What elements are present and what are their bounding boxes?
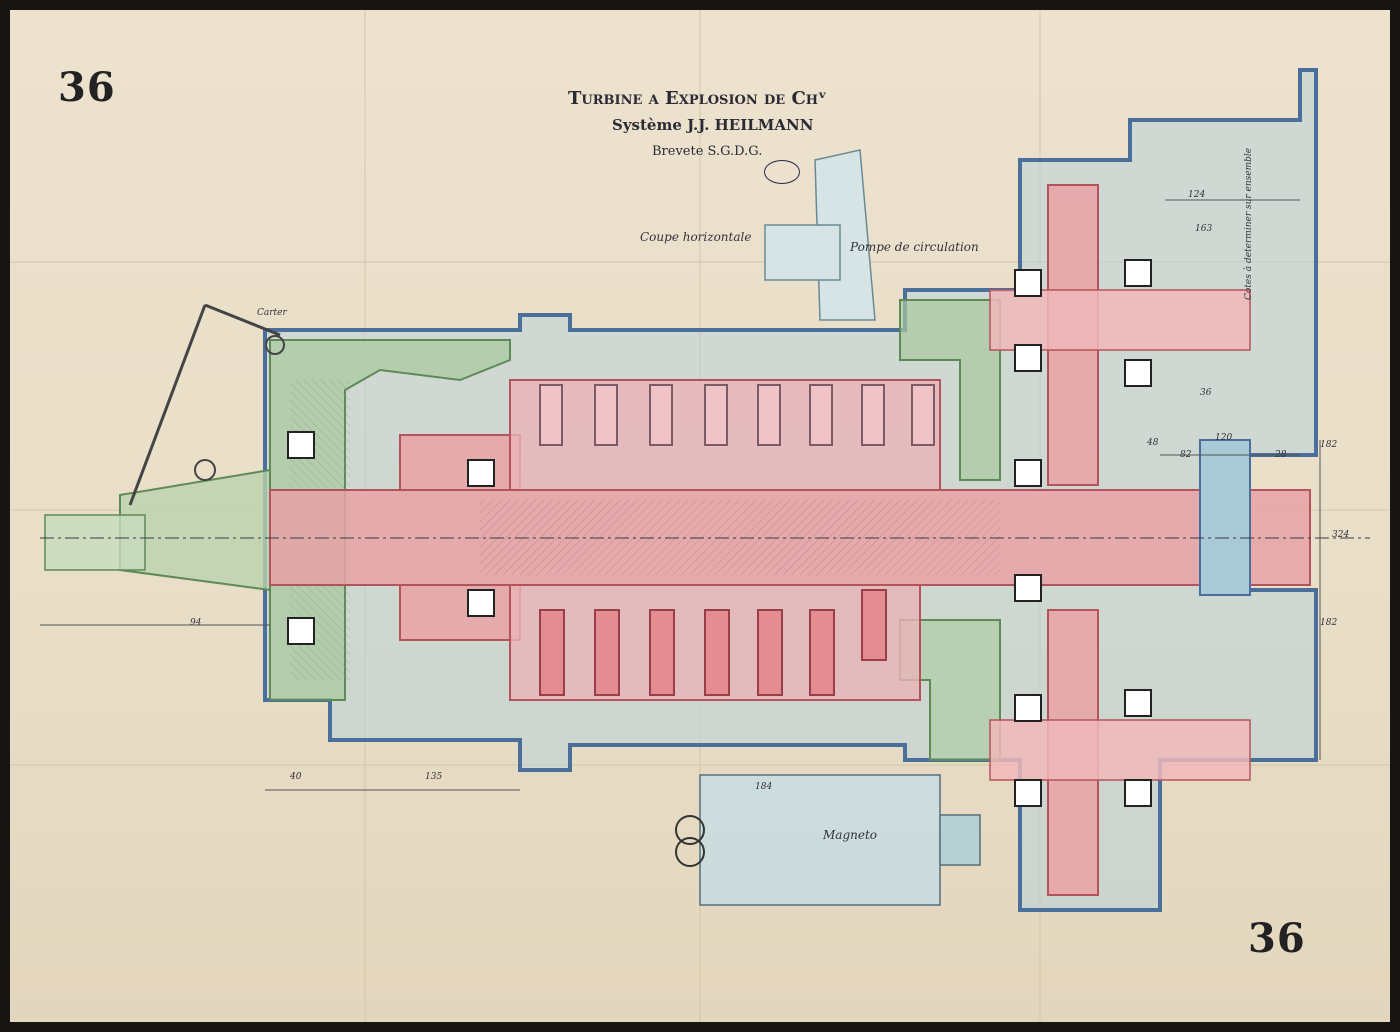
pump-label: Pompe de circulation: [850, 240, 979, 254]
gear-wheel: [989, 184, 1251, 896]
dim-120: 120: [1215, 433, 1233, 443]
dim-184: 184: [755, 782, 773, 792]
sheet-number-bottom-right: 36: [1248, 915, 1306, 962]
dim-36: 36: [1200, 388, 1212, 398]
side-note: Cotes à determiner sur ensemble: [1244, 147, 1254, 300]
dim-40: 40: [290, 772, 302, 782]
dim-82: 82: [1180, 450, 1192, 460]
dim-182-lower: 182: [1320, 618, 1338, 628]
circulation-pump: [764, 149, 876, 321]
section-label: Coupe horizontale: [640, 230, 752, 244]
dim-163: 163: [1195, 224, 1213, 234]
lower-blades: [539, 589, 887, 696]
dim-124: 124: [1188, 190, 1206, 200]
carter-label: Carter: [257, 308, 287, 318]
magneto-label: Magneto: [823, 828, 877, 842]
sheet-number-top-left: 36: [58, 64, 116, 111]
dim-48: 48: [1147, 438, 1159, 448]
bearings: [287, 259, 1152, 807]
magneto: [675, 774, 981, 906]
dim-28: 28: [1275, 450, 1287, 460]
upper-blades: [539, 384, 935, 446]
dim-135: 135: [425, 772, 443, 782]
lever-linkage: [128, 303, 285, 506]
dim-324: 324: [1332, 530, 1350, 540]
dim-182-upper: 182: [1320, 440, 1338, 450]
archive-stamp: [764, 160, 800, 184]
dimension-lines: [40, 199, 1321, 791]
drawing-subtitle: Système J.J. HEILMANN: [612, 116, 814, 134]
patent-note: Brevete S.G.D.G.: [652, 144, 763, 159]
dim-94: 94: [190, 618, 202, 628]
drawing-title: Turbine a Explosion de Chᵛ: [568, 88, 827, 109]
